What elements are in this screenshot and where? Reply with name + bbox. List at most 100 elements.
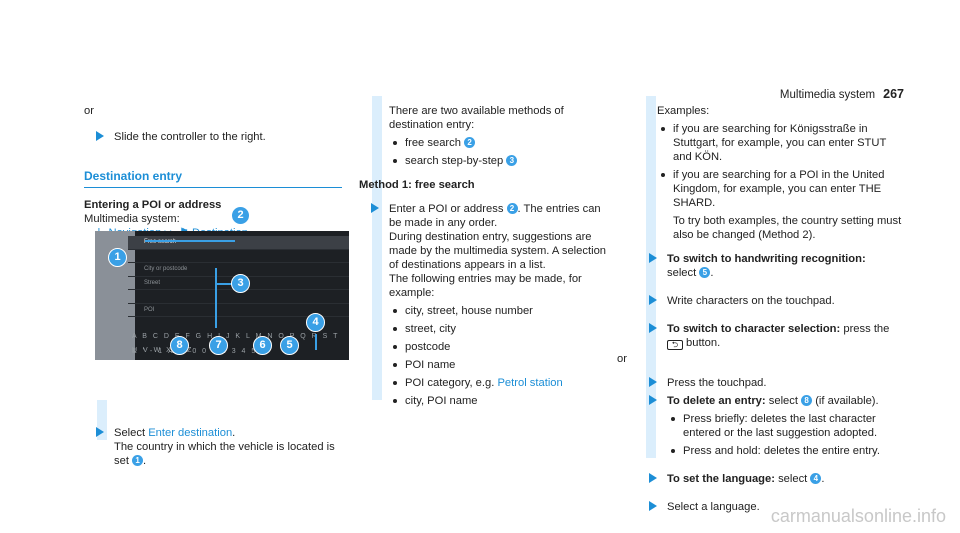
petrol-station-link: Petrol station bbox=[497, 377, 563, 389]
callout-ref: 8 bbox=[801, 395, 813, 406]
callout-6: 6 bbox=[253, 336, 272, 355]
step-arrow-icon bbox=[371, 203, 379, 213]
list-item: postcode bbox=[389, 340, 609, 354]
callout-ref: 4 bbox=[810, 473, 822, 484]
enter-destination-link: Enter destination bbox=[148, 427, 233, 439]
character-bar-2: & ' - 1 Æ Ø 0 0 1 2 3 4 5 bbox=[132, 348, 258, 355]
step-text: select bbox=[778, 473, 808, 485]
examples-label: Examples: bbox=[657, 105, 710, 117]
step-text: . bbox=[710, 267, 714, 279]
step-write: Write characters on the touchpad. bbox=[637, 294, 907, 308]
callout-ref: 1 bbox=[132, 455, 144, 466]
step-arrow-icon bbox=[649, 473, 657, 483]
step-text: press the bbox=[843, 323, 890, 335]
step-char-selection: To switch to character selection: press … bbox=[637, 322, 907, 350]
callout-7: 7 bbox=[209, 336, 228, 355]
examples-note: To try both examples, the country settin… bbox=[673, 215, 902, 241]
step-text: Select a language. bbox=[667, 501, 760, 513]
list-item: POI bbox=[128, 304, 349, 317]
step-select-language: Select a language. bbox=[637, 500, 907, 514]
step-bar bbox=[97, 400, 107, 440]
step-text: Enter a POI or address bbox=[389, 203, 504, 215]
list-item: free search 2 bbox=[389, 136, 609, 150]
section-title: Destination entry bbox=[84, 169, 342, 188]
step-text: button. bbox=[686, 337, 721, 349]
watermark: carmanualsonline.info bbox=[770, 506, 946, 526]
entry-text: POI category, e.g. bbox=[405, 377, 495, 389]
step-press-touchpad: Press the touchpad. bbox=[637, 376, 907, 390]
step-select-destination: Select Enter destination. The country in… bbox=[84, 426, 342, 468]
callout-1: 1 bbox=[108, 248, 127, 267]
callout-3: 3 bbox=[231, 274, 250, 293]
method-head: Method 1: free search bbox=[359, 179, 475, 191]
list-item: if you are searching for Königsstraße in… bbox=[657, 122, 907, 164]
list-item: Free search bbox=[128, 236, 349, 250]
step-head: To switch to character selection: bbox=[667, 323, 841, 335]
step-text: Slide the controller to the right. bbox=[114, 131, 266, 143]
callout-line bbox=[315, 334, 317, 350]
or-text: or bbox=[617, 353, 627, 365]
back-button-icon: ⮌ bbox=[667, 340, 683, 350]
or-text: or bbox=[84, 105, 94, 117]
step-arrow-icon bbox=[649, 323, 657, 333]
step-arrow-icon bbox=[96, 131, 104, 141]
intro-text: There are two available methods of desti… bbox=[389, 105, 564, 131]
examples-block: Examples: if you are searching for König… bbox=[637, 104, 907, 242]
step-text: The following entries may be made, for e… bbox=[389, 273, 582, 299]
step-bar bbox=[646, 96, 656, 458]
step-text: Press the touchpad. bbox=[667, 377, 767, 389]
callout-5: 5 bbox=[280, 336, 299, 355]
step-arrow-icon bbox=[649, 501, 657, 511]
step-head: To switch to handwriting recognition: bbox=[667, 253, 866, 265]
step-handwriting: To switch to handwriting recognition: se… bbox=[637, 252, 907, 280]
subhead: Entering a POI or address bbox=[84, 199, 222, 211]
list-item: Press and hold: deletes the entire entry… bbox=[667, 444, 907, 458]
callout-line bbox=[215, 268, 217, 328]
step-arrow-icon bbox=[649, 377, 657, 387]
callout-line bbox=[145, 240, 235, 242]
delete-list: Press briefly: deletes the last characte… bbox=[667, 412, 907, 458]
method-text: free search bbox=[405, 137, 461, 149]
step-arrow-icon bbox=[649, 295, 657, 305]
list-item: POI name bbox=[389, 358, 609, 372]
list-item bbox=[128, 290, 349, 304]
method-list: free search 2 search step-by-step 3 bbox=[359, 136, 609, 168]
list-item: if you are searching for a POI in the Un… bbox=[657, 168, 907, 210]
step-slide: Slide the controller to the right. bbox=[84, 130, 342, 144]
callout-8: 8 bbox=[170, 336, 189, 355]
step-delete-entry: To delete an entry: select 8 (if availab… bbox=[637, 394, 907, 458]
step-enter-poi: Enter a POI or address 2. The entries ca… bbox=[359, 202, 609, 408]
callout-line bbox=[215, 283, 233, 285]
list-item: search step-by-step 3 bbox=[389, 154, 609, 168]
entry-list: city, street, house number street, city … bbox=[389, 304, 609, 408]
step-text: Write characters on the touchpad. bbox=[667, 295, 835, 307]
callout-ref: 3 bbox=[506, 155, 518, 166]
callout-4: 4 bbox=[306, 313, 325, 332]
column-2: There are two available methods of desti… bbox=[359, 96, 609, 408]
step-arrow-icon bbox=[649, 253, 657, 263]
callout-2: 2 bbox=[231, 206, 250, 225]
list-item: street, city bbox=[389, 322, 609, 336]
column-3: Examples: if you are searching for König… bbox=[617, 96, 907, 514]
step-arrow-icon bbox=[649, 395, 657, 405]
step-text: . bbox=[821, 473, 825, 485]
list-item: city, street, house number bbox=[389, 304, 609, 318]
step-head: To delete an entry: bbox=[667, 395, 766, 407]
list-item bbox=[128, 250, 349, 263]
list-item: city, POI name bbox=[389, 394, 609, 408]
page-number: 267 bbox=[883, 87, 904, 101]
callout-ref: 5 bbox=[699, 267, 711, 278]
step-arrow-icon bbox=[96, 427, 104, 437]
method-text: search step-by-step bbox=[405, 155, 504, 167]
step-bar bbox=[372, 96, 382, 400]
callout-ref: 2 bbox=[464, 137, 476, 148]
step-language: To set the language: select 4. bbox=[637, 472, 907, 486]
step-text: Select bbox=[114, 427, 146, 439]
step-text: select bbox=[768, 395, 798, 407]
list-item: POI category, e.g. Petrol station bbox=[389, 376, 609, 390]
list-item: Press briefly: deletes the last characte… bbox=[667, 412, 907, 440]
step-head: To set the language: bbox=[667, 473, 775, 485]
callout-ref: 2 bbox=[506, 203, 518, 214]
step-text: select bbox=[667, 267, 697, 279]
